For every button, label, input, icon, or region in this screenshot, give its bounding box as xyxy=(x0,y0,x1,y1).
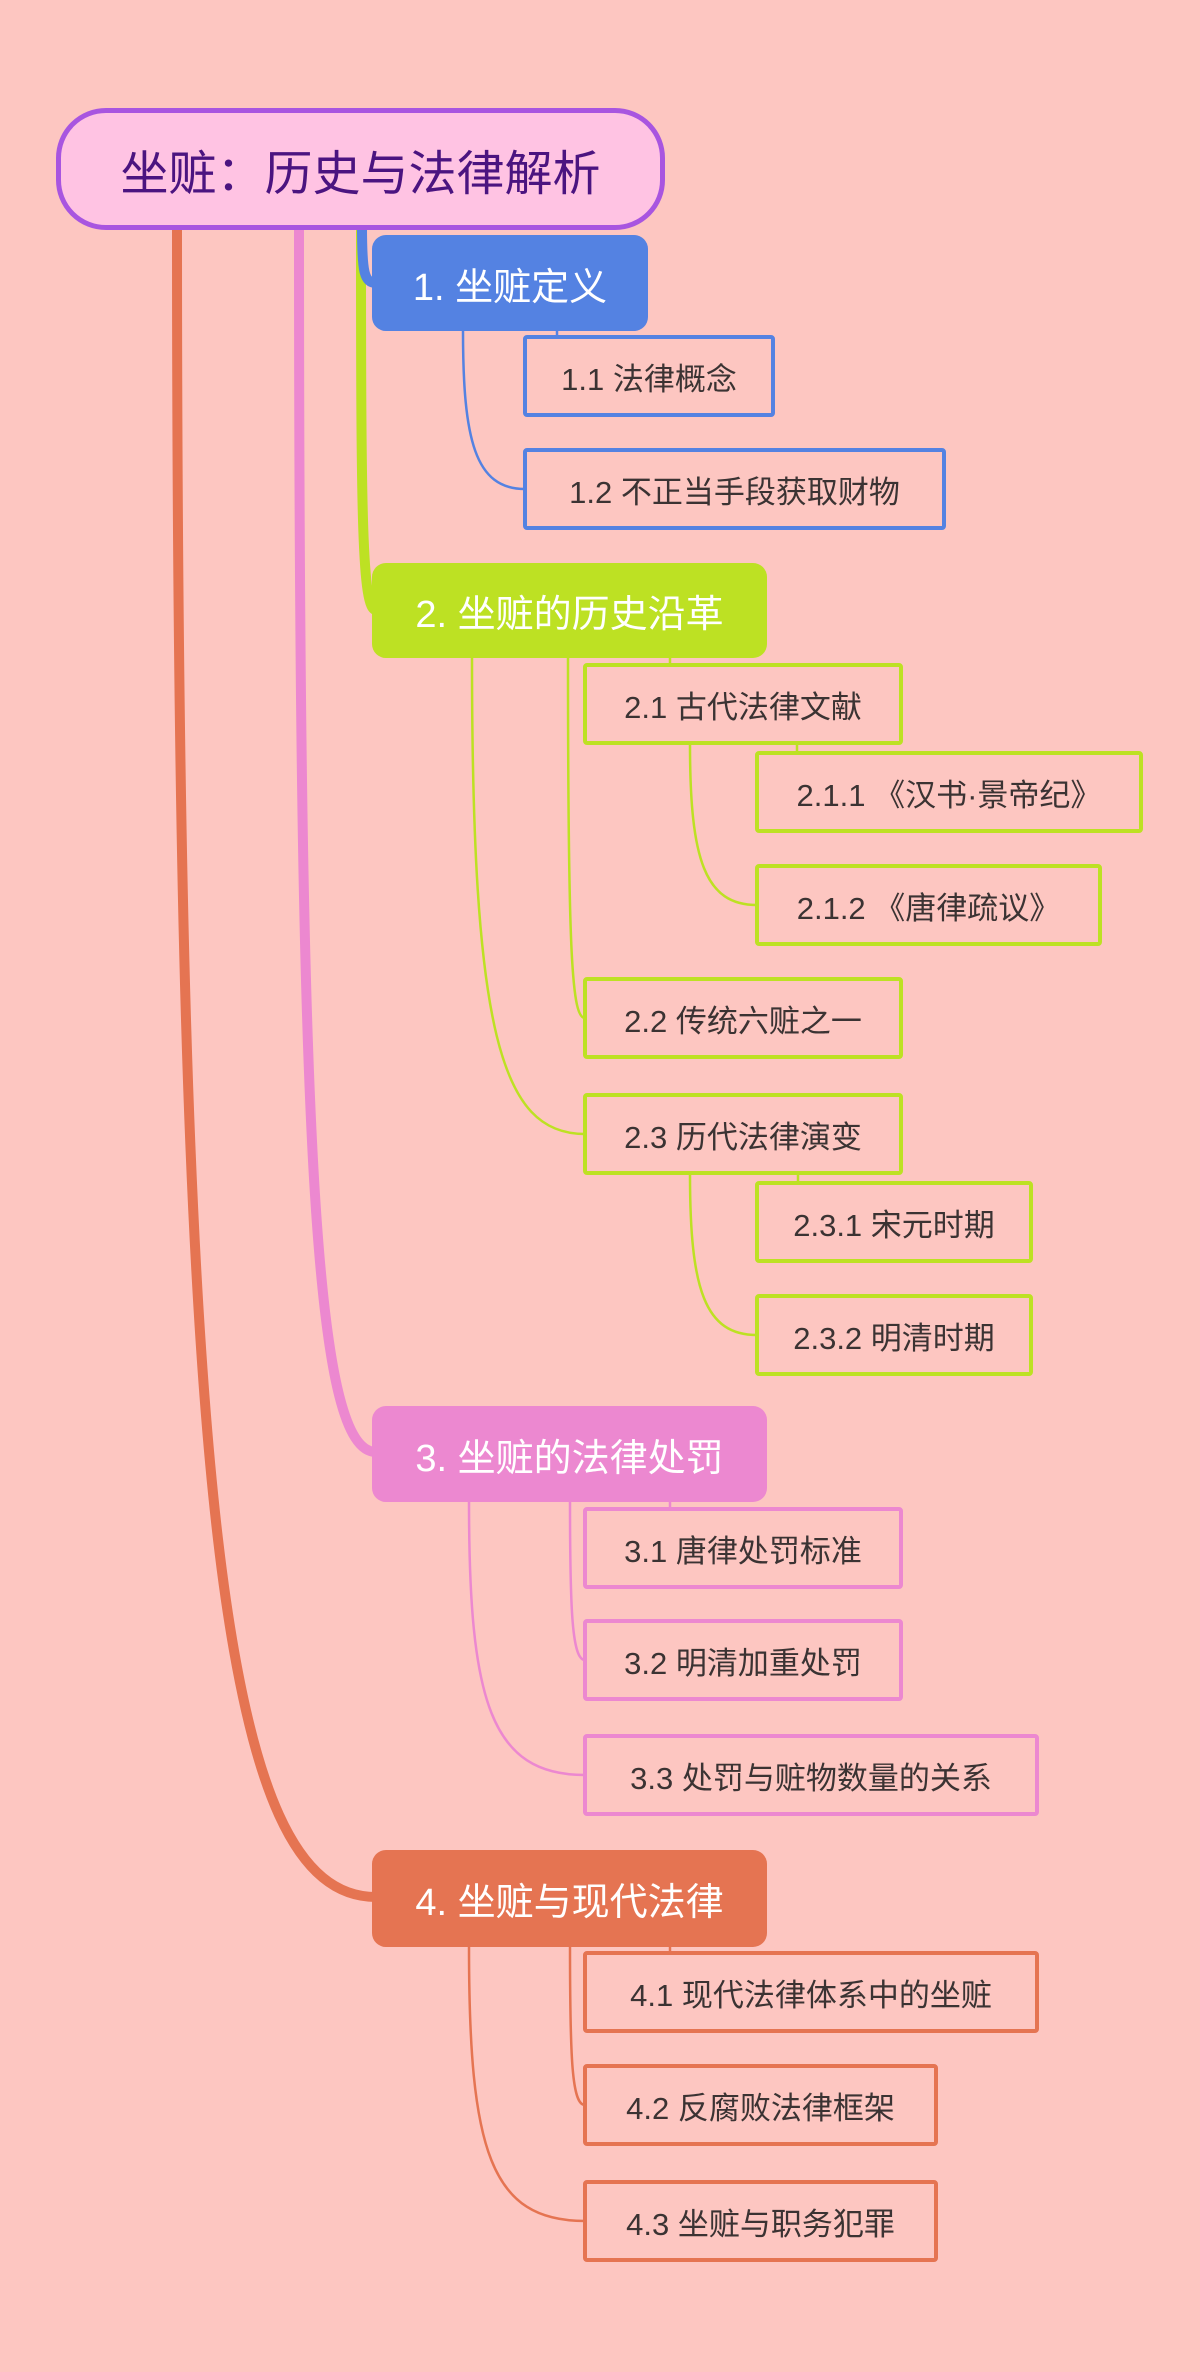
root-node-label: 坐赃：历史与法律解析 xyxy=(120,148,601,201)
subnode-label: 2.3.1 宋元时期 xyxy=(793,1207,995,1243)
subnode-label: 3.3 处罚与赃物数量的关系 xyxy=(630,1760,992,1796)
subnode-label: 2.2 传统六赃之一 xyxy=(624,1003,862,1039)
subnode-1-2[interactable]: 1.2 不正当手段获取财物 xyxy=(523,448,946,530)
connector-2.3-2.3.2 xyxy=(688,1174,758,1337)
subnode-label: 2.1.2 《唐律疏议》 xyxy=(796,890,1061,926)
connector-root-branch-2 xyxy=(356,221,381,615)
connector-2-2.3 xyxy=(470,657,586,1136)
subnode-1-1[interactable]: 1.1 法律概念 xyxy=(523,335,775,417)
subnode-4-1[interactable]: 4.1 现代法律体系中的坐赃 xyxy=(583,1951,1039,2033)
subnode-2-1-2[interactable]: 2.1.2 《唐律疏议》 xyxy=(755,864,1102,946)
subnode-4-3[interactable]: 4.3 坐赃与职务犯罪 xyxy=(583,2180,938,2262)
connector-root-branch-4 xyxy=(172,221,381,1902)
branch-node-2[interactable]: 2. 坐赃的历史沿革 xyxy=(372,563,767,658)
branch-node-4[interactable]: 4. 坐赃与现代法律 xyxy=(372,1850,767,1947)
subnode-3-2[interactable]: 3.2 明清加重处罚 xyxy=(583,1619,903,1701)
branch-node-label: 2. 坐赃的历史沿革 xyxy=(415,594,724,636)
subnode-label: 3.2 明清加重处罚 xyxy=(624,1645,862,1681)
subnode-label: 2.3.2 明清时期 xyxy=(793,1320,995,1356)
connector-3-3.2 xyxy=(568,1501,586,1662)
root-node[interactable]: 坐赃：历史与法律解析 xyxy=(56,108,665,230)
subnode-2-2[interactable]: 2.2 传统六赃之一 xyxy=(583,977,903,1059)
subnode-label: 3.1 唐律处罚标准 xyxy=(624,1533,862,1569)
connector-root-branch-3 xyxy=(294,221,381,1457)
subnode-label: 4.1 现代法律体系中的坐赃 xyxy=(630,1977,992,2013)
connector-1-1.2 xyxy=(461,330,526,491)
subnode-2-3-2[interactable]: 2.3.2 明清时期 xyxy=(755,1294,1033,1376)
subnode-label: 4.2 反腐败法律框架 xyxy=(626,2090,895,2126)
subnode-label: 1.2 不正当手段获取财物 xyxy=(569,474,900,510)
connector-2-2.2 xyxy=(566,657,586,1020)
subnode-label: 2.3 历代法律演变 xyxy=(624,1119,862,1155)
connector-3-3.3 xyxy=(467,1501,586,1777)
connector-4-4.3 xyxy=(467,1946,586,2223)
subnode-2-3-1[interactable]: 2.3.1 宋元时期 xyxy=(755,1181,1033,1263)
subnode-2-1-1[interactable]: 2.1.1 《汉书·景帝纪》 xyxy=(755,751,1143,833)
branch-node-label: 1. 坐赃定义 xyxy=(412,266,608,309)
subnode-label: 4.3 坐赃与职务犯罪 xyxy=(626,2206,895,2242)
connector-2.1-2.1.2 xyxy=(688,744,758,907)
subnode-label: 2.1 古代法律文献 xyxy=(624,689,862,725)
subnode-4-2[interactable]: 4.2 反腐败法律框架 xyxy=(583,2064,938,2146)
subnode-2-1[interactable]: 2.1 古代法律文献 xyxy=(583,663,903,745)
subnode-2-3[interactable]: 2.3 历代法律演变 xyxy=(583,1093,903,1175)
subnode-label: 2.1.1 《汉书·景帝纪》 xyxy=(796,777,1102,813)
branch-node-label: 4. 坐赃与现代法律 xyxy=(415,1882,724,1924)
branch-node-3[interactable]: 3. 坐赃的法律处罚 xyxy=(372,1406,767,1502)
subnode-label: 1.1 法律概念 xyxy=(561,361,737,397)
branch-node-label: 3. 坐赃的法律处罚 xyxy=(415,1437,724,1480)
subnode-3-3[interactable]: 3.3 处罚与赃物数量的关系 xyxy=(583,1734,1039,1816)
subnode-3-1[interactable]: 3.1 唐律处罚标准 xyxy=(583,1507,903,1589)
connector-4-4.2 xyxy=(568,1946,586,2107)
branch-node-1[interactable]: 1. 坐赃定义 xyxy=(372,235,648,331)
